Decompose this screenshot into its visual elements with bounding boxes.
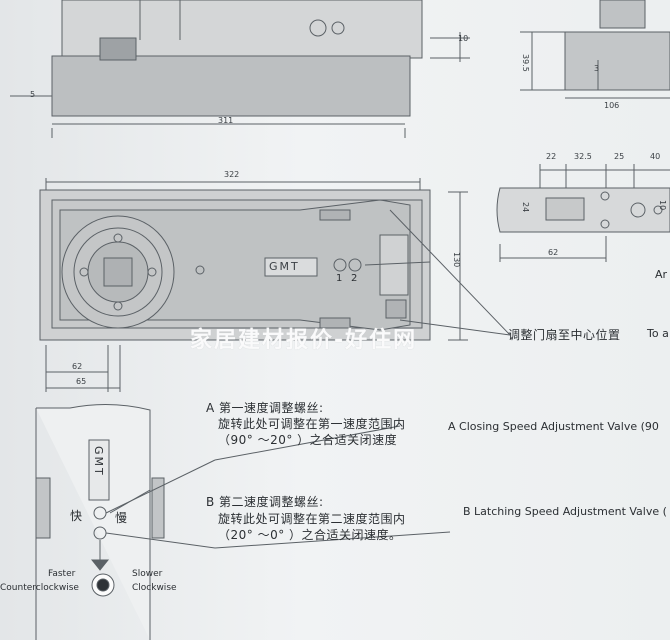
center-position-en: To a — [647, 327, 669, 340]
end-view — [520, 0, 670, 99]
dim-40: 40 — [650, 152, 661, 161]
valve-b-line1: 旋转此处可调整在第二速度范围内 — [218, 512, 406, 526]
top-side-view — [10, 0, 470, 138]
dim-311: 311 — [218, 116, 234, 125]
dim-65: 65 — [76, 377, 87, 386]
valve-b-line2: （20° ～0° ）之合适关闭速度。 — [218, 528, 402, 542]
dim-62-detail: 62 — [548, 248, 559, 257]
center-position-cn: 调整门扇至中心位置 — [508, 328, 621, 342]
dim-62: 62 — [72, 362, 83, 371]
clockwise-label: Clockwise — [132, 583, 177, 593]
dim-130: 130 — [452, 252, 461, 268]
gmt-label: GMT — [269, 260, 300, 273]
gmt-side-label: GMT — [92, 446, 105, 477]
dim-32-5: 32.5 — [574, 152, 592, 161]
dim-322: 322 — [224, 170, 240, 179]
dim-39-5: 39.5 — [521, 54, 530, 72]
dim-22: 22 — [546, 152, 557, 161]
dim-106: 106 — [604, 101, 620, 110]
valve-a-title: A 第一速度调整螺丝: — [206, 401, 324, 415]
valve-a-line1: 旋转此处可调整在第一速度范围内 — [218, 417, 406, 431]
counterclockwise-label: Counterclockwise — [0, 583, 79, 593]
watermark: 家居建材报价-好住网 — [190, 328, 418, 353]
valve-b-title: B 第二速度调整螺丝: — [206, 495, 324, 509]
valve-number-2: 2 — [351, 273, 358, 284]
dim-24: 24 — [521, 202, 530, 213]
dim-5: 5 — [30, 90, 36, 99]
dim-10-detail: 10 — [658, 200, 667, 211]
fast-cn: 快 — [70, 509, 83, 523]
faster-label: Faster — [48, 569, 76, 579]
slower-label: Slower — [132, 569, 163, 579]
valve-number-1: 1 — [336, 273, 343, 284]
bracket-detail — [496, 164, 670, 262]
plan-view — [39, 178, 511, 392]
adjustment-view — [35, 403, 451, 640]
dim-10: 10 — [458, 34, 469, 43]
valve-b-en: B Latching Speed Adjustment Valve ( — [463, 505, 667, 518]
slow-cn: 慢 — [115, 511, 128, 525]
valve-a-en: A Closing Speed Adjustment Valve (90 — [448, 420, 659, 433]
dim-25: 25 — [614, 152, 625, 161]
valve-a-line2: （90° ～20° ）之合适关闭速度 — [218, 433, 398, 447]
dim-3: 3 — [594, 64, 600, 73]
cut-text: Ar — [655, 268, 668, 281]
